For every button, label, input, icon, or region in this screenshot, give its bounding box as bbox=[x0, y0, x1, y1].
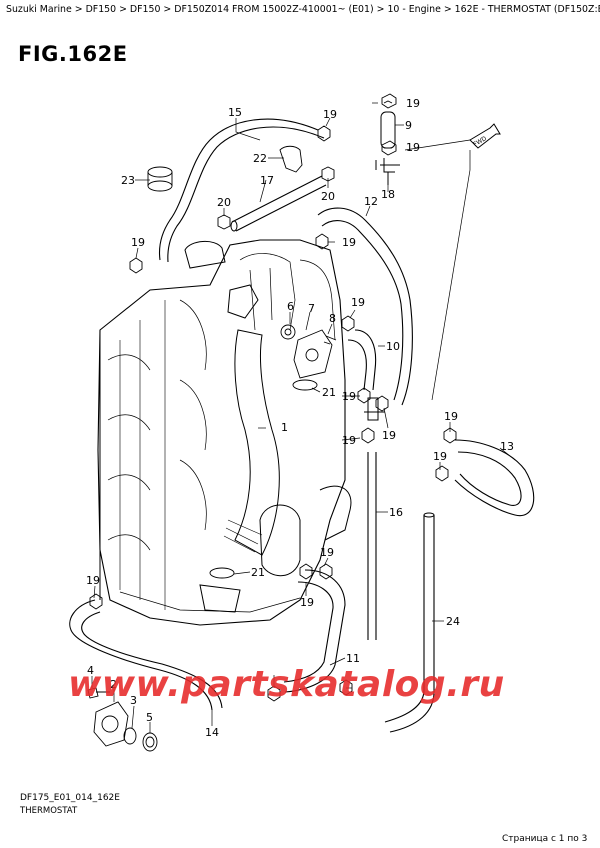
page-indicator: Страница с 1 по 3 bbox=[502, 834, 588, 844]
gasket-3[interactable] bbox=[123, 727, 137, 745]
callout-16: 16 bbox=[389, 506, 403, 519]
hose-17[interactable] bbox=[230, 175, 327, 232]
callout-2: 2 bbox=[110, 678, 117, 691]
callout-19b: 19 bbox=[323, 108, 337, 121]
callout-5: 5 bbox=[146, 711, 153, 724]
hose-13[interactable] bbox=[454, 439, 535, 517]
callout-18: 18 bbox=[381, 188, 395, 201]
callout-19k: 19 bbox=[433, 450, 447, 463]
hose-11[interactable] bbox=[283, 569, 346, 693]
bolt-8[interactable] bbox=[323, 335, 337, 345]
callout-7: 7 bbox=[308, 302, 315, 315]
callout-6: 6 bbox=[287, 300, 294, 313]
callout-13: 13 bbox=[500, 440, 514, 453]
pipe-18[interactable] bbox=[375, 158, 400, 185]
cover-2[interactable] bbox=[93, 701, 129, 747]
callout-19n: 19 bbox=[300, 596, 314, 609]
callout-1: 1 bbox=[281, 421, 288, 434]
pipe-24[interactable] bbox=[384, 512, 435, 733]
clamp-21[interactable] bbox=[209, 379, 318, 579]
watermark: www.partskatalog.ru bbox=[68, 664, 505, 705]
seal-5[interactable] bbox=[142, 732, 158, 752]
callout-19a: 19 bbox=[406, 97, 420, 110]
callout-19l: 19 bbox=[320, 546, 334, 559]
hose-12[interactable] bbox=[317, 207, 413, 406]
callout-20a: 20 bbox=[217, 196, 231, 209]
thermostat-6[interactable] bbox=[280, 324, 296, 340]
leader-lines bbox=[91, 102, 516, 733]
callout-3: 3 bbox=[130, 694, 137, 707]
callout-15: 15 bbox=[228, 106, 242, 119]
callout-19g: 19 bbox=[342, 390, 356, 403]
callout-12: 12 bbox=[364, 195, 378, 208]
callout-19j: 19 bbox=[444, 410, 458, 423]
bolt-4[interactable] bbox=[87, 687, 110, 699]
callout-21b: 21 bbox=[251, 566, 265, 579]
hose-10[interactable] bbox=[347, 329, 377, 391]
callout-19i: 19 bbox=[382, 429, 396, 442]
callout-19c: 19 bbox=[406, 141, 420, 154]
callout-19f: 19 bbox=[351, 296, 365, 309]
callout-17: 17 bbox=[260, 174, 274, 187]
callout-19d: 19 bbox=[131, 236, 145, 249]
callout-9: 9 bbox=[405, 119, 412, 132]
callout-19e: 19 bbox=[342, 236, 356, 249]
callout-21a: 21 bbox=[322, 386, 336, 399]
fwd-arrow-icon bbox=[469, 123, 501, 149]
breadcrumb: Suzuki Marine > DF150 > DF150 > DF150Z01… bbox=[6, 4, 600, 15]
callout-23: 23 bbox=[121, 174, 135, 187]
callout-19m: 19 bbox=[86, 574, 100, 587]
callout-14: 14 bbox=[205, 726, 219, 739]
callout-19h: 19 bbox=[342, 434, 356, 447]
hose-16[interactable] bbox=[367, 452, 377, 640]
connector-lower[interactable] bbox=[364, 397, 385, 421]
thermostat-cover-7[interactable] bbox=[293, 329, 333, 379]
callout-8: 8 bbox=[329, 312, 336, 325]
callout-24: 24 bbox=[446, 615, 460, 628]
callout-22: 22 bbox=[253, 152, 267, 165]
figure-name: THERMOSTAT bbox=[20, 806, 78, 816]
hose-14[interactable] bbox=[69, 599, 223, 711]
clamp-22[interactable] bbox=[279, 145, 303, 173]
callout-labels: 1 2 3 4 5 6 7 8 9 10 11 12 13 14 15 16 1… bbox=[86, 97, 514, 739]
figure-title: FIG.162E bbox=[18, 42, 128, 66]
callout-11: 11 bbox=[346, 652, 360, 665]
engine-block[interactable] bbox=[97, 239, 352, 626]
grommet-23[interactable] bbox=[147, 166, 173, 192]
callout-10: 10 bbox=[386, 340, 400, 353]
figure-code: DF175_E01_014_162E bbox=[20, 793, 120, 803]
callout-20b: 20 bbox=[321, 190, 335, 203]
hose-15[interactable] bbox=[158, 118, 325, 263]
callout-4: 4 bbox=[87, 664, 94, 677]
